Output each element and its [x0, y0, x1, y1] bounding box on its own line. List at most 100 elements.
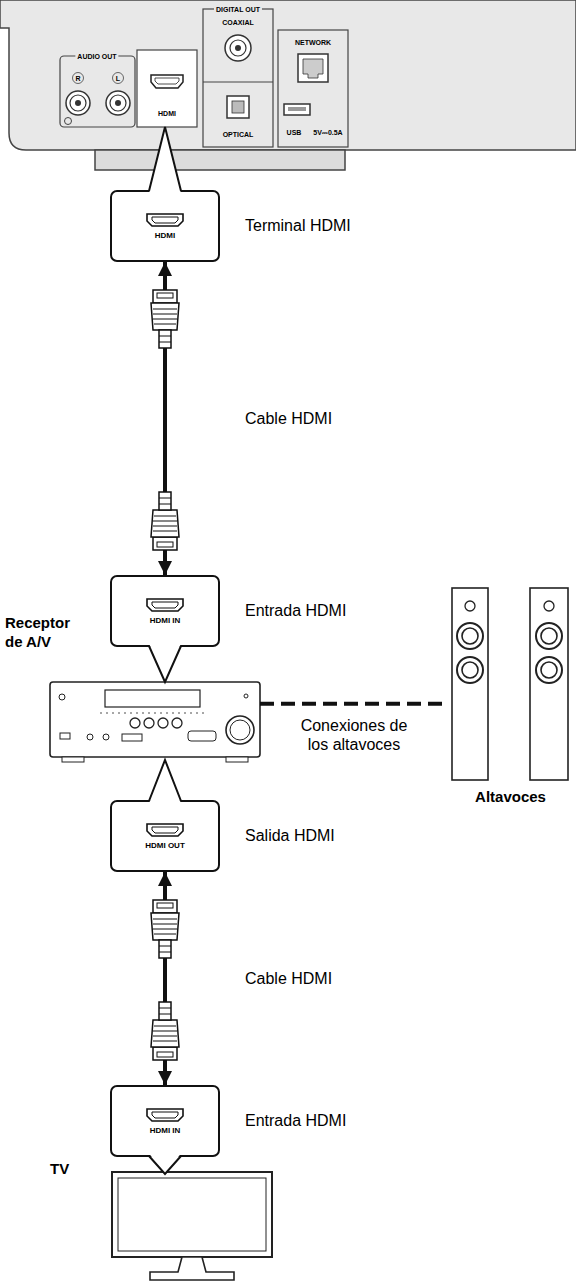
- pointer-outline: [149, 760, 181, 801]
- receiver-body: [50, 682, 260, 757]
- hdmi-port-outline: [147, 214, 183, 226]
- panel-label: AUDIO OUT: [75, 53, 118, 60]
- player-body: [0, 0, 576, 150]
- hdmi-port-inner: [152, 827, 178, 833]
- hdmi-highlight: [137, 50, 197, 127]
- panel-label: OPTICAL: [221, 131, 256, 138]
- tweeter: [544, 601, 554, 611]
- pointer-fill: [149, 644, 181, 683]
- optical-jack: [227, 96, 249, 118]
- tv-stand: [150, 1257, 234, 1280]
- port-callout: HDMI INEntrada HDMI: [110, 575, 220, 647]
- edge-label: Cable HDMI: [245, 969, 332, 988]
- panel-label: USB: [285, 129, 304, 136]
- ethernet-jack-inner: [303, 59, 323, 78]
- panel-label: COAXIAL: [220, 19, 256, 26]
- panel-label: L: [114, 75, 122, 82]
- digital-out-frame: [203, 9, 273, 147]
- hdmi-plug: [151, 1002, 179, 1060]
- ground-screw: [65, 118, 72, 125]
- speaker-cabinet: [452, 588, 488, 780]
- receiver-knob: [87, 734, 93, 740]
- hdmi-port: [151, 75, 183, 88]
- edge-label: Cable HDMI: [245, 409, 332, 428]
- panel-label: DIGITAL OUT: [214, 6, 262, 13]
- coaxial-jack: [225, 35, 251, 61]
- audio-out-frame: [60, 56, 135, 127]
- pointer-fill: [149, 760, 181, 804]
- panel-label: R: [73, 75, 82, 82]
- port-callout: HDMITerminal HDMI: [110, 190, 220, 262]
- panel-label: NETWORK: [293, 39, 333, 46]
- woofer-cone: [462, 628, 478, 644]
- woofer-cone: [541, 628, 557, 644]
- speakers: Altavoces: [448, 585, 573, 782]
- receiver-button-group: [188, 731, 216, 741]
- optical-jack-inner: [232, 101, 244, 113]
- speaker-cabinet: [530, 588, 568, 780]
- cable-connector: [260, 702, 448, 706]
- av-receiver: Receptor de A/V: [50, 682, 260, 760]
- player-base: [95, 150, 345, 170]
- pointer-outline: [149, 646, 181, 682]
- receiver-led: [244, 694, 248, 698]
- port-callout: HDMI OUTSalida HDMI: [110, 800, 220, 872]
- receiver-button: [59, 694, 65, 700]
- panel-label: HDMI: [156, 110, 178, 117]
- speakers-drawing: [452, 588, 568, 780]
- hdmi-port-icon: [145, 822, 185, 838]
- receiver-dots: [100, 713, 205, 714]
- terminal-caption: Entrada HDMI: [245, 601, 346, 620]
- hdmi-port-inner: [152, 217, 178, 223]
- terminal-caption: Terminal HDMI: [245, 216, 351, 235]
- frame-divider: [203, 81, 273, 82]
- receiver-foot: [226, 757, 248, 762]
- device-name: Receptor de A/V: [5, 614, 90, 652]
- rca-jack-pin: [115, 100, 121, 106]
- hdmi-port-outline: [147, 1109, 183, 1121]
- volume-knob-inner: [230, 720, 250, 740]
- terminal-caption: Entrada HDMI: [245, 1111, 346, 1130]
- woofer: [457, 657, 483, 683]
- hdmi-port-outline: [147, 824, 183, 836]
- rca-jack: [106, 91, 130, 115]
- port-callout: HDMI INEntrada HDMI: [110, 1085, 220, 1157]
- player-rear-panel: [0, 0, 576, 170]
- hdmi-port-icon: [145, 212, 185, 228]
- woofer-cone: [541, 662, 557, 678]
- tweeter: [465, 601, 475, 611]
- network-frame: [278, 30, 348, 147]
- port-callout-content: HDMI IN: [145, 597, 185, 626]
- receiver-button: [172, 718, 182, 728]
- receiver-button: [144, 718, 154, 728]
- hdmi-plug: [151, 900, 179, 958]
- pointer-outline: [149, 1156, 181, 1174]
- device-name: Altavoces: [448, 788, 573, 807]
- receiver-button: [122, 734, 142, 741]
- woofer: [536, 623, 562, 649]
- coaxial-jack-ring: [230, 40, 246, 56]
- coaxial-jack-pin: [235, 45, 241, 51]
- hdmi-port-inner: [152, 1112, 178, 1118]
- hdmi-plug: [151, 290, 179, 348]
- port-name: HDMI IN: [150, 1127, 181, 1136]
- edge-label: Conexiones de los altavoces: [287, 716, 421, 754]
- terminal-caption: Salida HDMI: [245, 826, 335, 845]
- port-callout-content: HDMI IN: [145, 1107, 185, 1136]
- port-callout-content: HDMI OUT: [145, 822, 185, 851]
- port-name: HDMI: [155, 232, 175, 241]
- tv-screen: [118, 1178, 266, 1251]
- channel-mark: [73, 73, 84, 84]
- rca-jack-ring: [110, 95, 126, 111]
- receiver-button: [130, 718, 140, 728]
- port-name: HDMI OUT: [145, 842, 185, 851]
- hdmi-port-inner: [152, 602, 178, 608]
- av-receiver-drawing: [50, 682, 260, 762]
- rca-jack-ring: [70, 95, 86, 111]
- television: TV: [112, 1172, 272, 1257]
- receiver-button: [158, 718, 168, 728]
- rca-jack-pin: [75, 100, 81, 106]
- usb-port-tongue: [288, 107, 306, 111]
